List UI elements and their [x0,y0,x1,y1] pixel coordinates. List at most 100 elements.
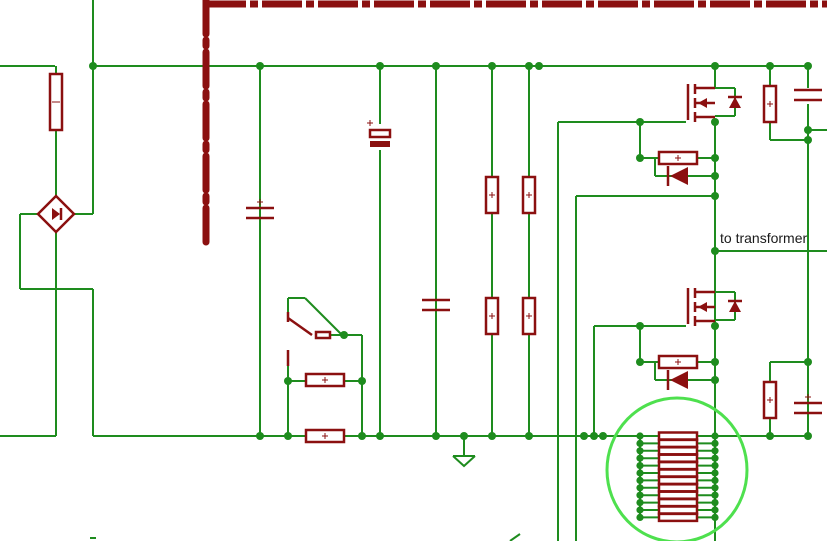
resistor-r4 [521,296,537,336]
junction-dot [711,154,719,162]
resistor-r7 [304,372,346,388]
junction-dot [488,432,496,440]
resistor-r6 [762,380,778,420]
junction-dot [460,432,468,440]
junction-dot [804,358,812,366]
array-junction-dot [711,432,719,440]
junction-dots [89,62,812,440]
switch [286,312,332,366]
mosfet-2 [686,288,742,326]
junction-dot [636,154,644,162]
capacitor-c4 [794,394,822,415]
resistor-gate-2 [657,354,699,370]
array-junction-dot [711,513,719,522]
junction-dot [525,432,533,440]
junction-dot [636,358,644,366]
array-junction-dot [711,469,719,477]
capacitor-c1 [246,199,274,220]
junction-dot [804,126,812,134]
array-junction-dot [636,484,644,492]
array-junction-dot [636,491,644,499]
junction-dot [804,62,812,70]
array-junction-dot [636,476,644,484]
resistor-r8 [304,428,346,444]
array-junction-dot [711,506,719,514]
highlight-circle [605,396,749,541]
junction-dot [284,377,292,385]
junction-dot [432,432,440,440]
junction-dot [804,136,812,144]
junction-dot [711,376,719,384]
junction-dot [599,432,607,440]
array-junction-dot [636,462,644,470]
array-junction-dot [711,491,719,499]
array-junction-dot [636,513,644,522]
resistor-array [636,431,719,523]
junction-dot [590,432,598,440]
array-resistor [657,460,699,471]
junction-dot [376,62,384,70]
array-junction-dot [636,432,644,440]
array-junction-dot [636,439,644,447]
resistor-fuse [48,72,64,132]
array-junction-dot [711,476,719,484]
junction-dot [488,62,496,70]
junction-dot [525,62,533,70]
array-junction-dot [711,454,719,462]
array-junction-dot [711,462,719,470]
array-resistor [657,483,699,493]
junction-dot [711,118,719,126]
junction-dot [636,118,644,126]
array-junction-dot [636,454,644,462]
junction-dot [766,432,774,440]
junction-dot [358,432,366,440]
junction-dot [256,62,264,70]
bridge-rectifier [36,194,76,234]
junction-dot [711,247,719,255]
junction-dot [432,62,440,70]
array-resistor [657,497,699,508]
junction-dot [89,62,97,70]
array-junction-dot [711,447,719,455]
array-resistor [657,505,699,515]
zener-diode-1 [666,166,688,186]
junction-dot [256,432,264,440]
array-resistor [657,475,699,486]
junction-dot [340,331,348,339]
array-resistor [657,468,699,478]
array-resistor [657,453,699,463]
array-resistor [657,446,699,456]
array-junction-dot [711,439,719,447]
junction-dot [804,432,812,440]
array-junction-dot [636,469,644,477]
junction-dot [711,62,719,70]
junction-dot [711,358,719,366]
junction-dot [711,192,719,200]
array-junction-dot [636,447,644,455]
array-junction-dot [711,484,719,492]
junction-dot [580,432,588,440]
capacitor-electrolytic [367,120,392,147]
junction-dot [711,322,719,330]
array-resistor [657,431,699,441]
junction-dot [636,322,644,330]
resistor-r5 [762,84,778,124]
array-resistor [657,438,699,449]
frame-border [202,0,827,246]
array-junction-dot [636,499,644,507]
array-resistor [657,512,699,523]
array-junction-dot [711,499,719,507]
junction-dot [376,432,384,440]
zener-diode-2 [666,370,688,390]
junction-dot [358,377,366,385]
mosfet-1 [686,84,742,122]
resistor-r3 [484,296,500,336]
array-resistor [657,490,699,500]
resistor-r1 [484,175,500,215]
array-junction-dot [636,506,644,514]
junction-dot [284,432,292,440]
capacitor-c2 [422,298,450,312]
junction-dot [535,62,543,70]
